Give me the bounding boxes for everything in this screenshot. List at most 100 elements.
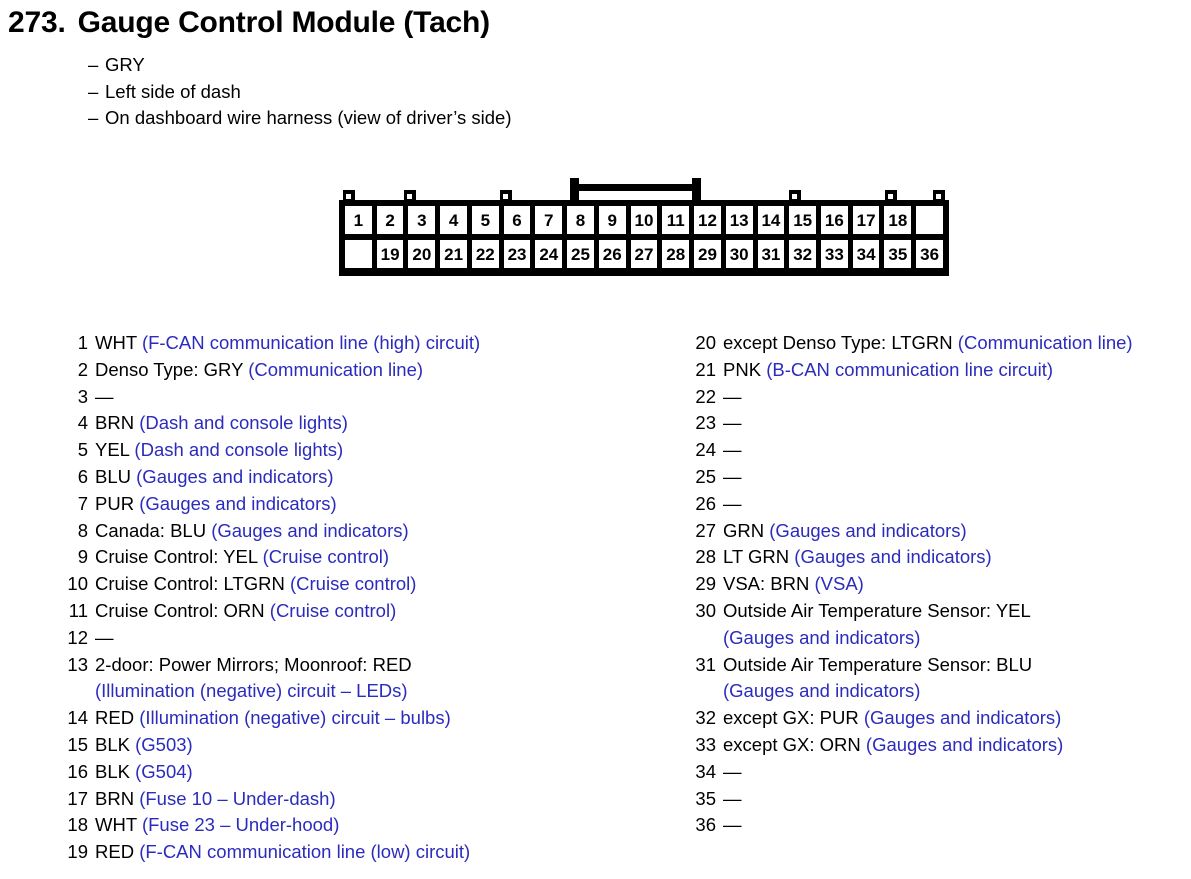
bullet-dash-icon: –	[88, 107, 99, 128]
connector-pin-blank	[916, 206, 943, 234]
pin-description: Cruise Control: LTGRN (Cruise control)	[88, 571, 622, 598]
pin-wire-color: —	[723, 412, 742, 434]
pin-wire-color: —	[723, 760, 742, 782]
connector-pin-5: 5	[471, 206, 499, 234]
pin-description: LT GRN (Gauges and indicators)	[716, 544, 1190, 571]
pin-number: 16	[67, 760, 88, 782]
pin-circuit-name: (Gauges and indicators)	[863, 707, 1062, 729]
pin-number: 5	[77, 439, 88, 461]
pin-wire-color: Cruise Control: YEL	[95, 546, 258, 568]
connector-pin-35: 35	[884, 240, 912, 268]
latch-post-right	[692, 178, 701, 202]
connector-pin-24: 24	[535, 240, 563, 268]
connector-pin-4: 4	[440, 206, 467, 234]
pin-number: 32	[695, 707, 716, 729]
pin-wire-color: WHT	[95, 332, 137, 353]
connector-pin-19: 19	[376, 240, 404, 268]
connector-pin-17: 17	[852, 206, 880, 234]
pin-circuit-name: (G503)	[135, 733, 193, 755]
pin-circuit-name: (Gauges and indicators)	[723, 680, 921, 702]
pin-number: 35	[695, 787, 716, 809]
pin-wire-color: 2-door: Power Mirrors; Moonroof: RED	[95, 653, 412, 675]
pin-row: 13 2-door: Power Mirrors; Moonroof: RED (I…	[62, 652, 622, 706]
pin-description: —	[716, 759, 1190, 786]
connector-pin-28: 28	[662, 240, 690, 268]
pin-circuit-name: (Gauges and indicators)	[794, 546, 992, 568]
pin-row: 3—	[62, 384, 622, 411]
pin-wire-color: Denso Type: GRY	[95, 358, 244, 380]
pin-number: 11	[68, 599, 88, 621]
pin-description: Cruise Control: ORN (Cruise control)	[88, 598, 622, 625]
pin-wire-color: RED	[95, 841, 135, 863]
pin-wire-color: BLK	[95, 733, 130, 755]
pin-number: 18	[67, 814, 88, 836]
connector-pin-32: 32	[789, 240, 817, 268]
connector-pin-23: 23	[503, 240, 531, 268]
pin-description: WHT (F-CAN communication line (high) cir…	[88, 330, 622, 357]
description-bullet: –GRY	[88, 52, 512, 79]
pin-circuit-name: (G504)	[135, 760, 193, 782]
bullet-dash-icon: –	[88, 80, 99, 102]
pin-description: PUR (Gauges and indicators)	[88, 491, 622, 518]
bullet-dash-icon: –	[88, 54, 99, 75]
pin-circuit-name: (F-CAN communication line (low) circuit)	[139, 841, 471, 863]
pin-circuit-name: (Gauges and indicators)	[211, 519, 409, 541]
pin-description: WHT (Fuse 23 – Under-hood)	[88, 812, 622, 839]
pin-circuit-name: (VSA)	[814, 573, 864, 595]
connector-pin-20: 20	[408, 240, 436, 268]
pin-description: BRN (Dash and console lights)	[88, 410, 622, 437]
pin-description: YEL (Dash and console lights)	[88, 437, 622, 464]
pin-circuit-name: (Communication line)	[248, 358, 424, 380]
pin-circuit-name: (F-CAN communication line (high) circuit…	[141, 332, 481, 353]
pin-wire-color: Cruise Control: ORN	[95, 599, 265, 621]
description-bullet-label: Left side of dash	[105, 80, 241, 102]
pin-description: Canada: BLU (Gauges and indicators)	[88, 518, 622, 545]
pin-description: GRN (Gauges and indicators)	[716, 518, 1190, 545]
pin-number: 24	[695, 439, 716, 461]
pin-circuit-name: (Gauges and indicators)	[136, 465, 334, 487]
pin-number: 22	[695, 385, 716, 407]
connector-pin-8: 8	[567, 206, 594, 234]
pin-row: 12—	[62, 625, 622, 652]
pin-number: 36	[695, 814, 716, 836]
pin-wire-color: Outside Air Temperature Sensor: YEL	[723, 599, 1031, 621]
pin-description: —	[716, 464, 1190, 491]
connector-pin-3: 3	[408, 206, 436, 234]
pin-description: —	[716, 786, 1190, 813]
pin-description: except GX: ORN (Gauges and indicators)	[716, 732, 1190, 759]
pin-description: Cruise Control: YEL (Cruise control)	[88, 544, 622, 571]
pin-row: 26—	[690, 491, 1190, 518]
pin-wire-color: —	[95, 385, 114, 407]
pin-number: 13	[67, 653, 88, 675]
pin-wire-color: —	[723, 492, 742, 514]
pin-description: 2-door: Power Mirrors; Moonroof: RED (Ill…	[88, 652, 622, 706]
pin-wire-color: —	[95, 626, 114, 648]
pin-wire-color: BLU	[95, 465, 131, 487]
connector-pin-30: 30	[725, 240, 753, 268]
pin-number: 3	[77, 385, 88, 407]
pin-number: 23	[695, 412, 716, 434]
pin-wire-color: —	[723, 814, 742, 836]
connector-pin-12: 12	[694, 206, 721, 234]
connector-pin-13: 13	[725, 206, 753, 234]
latch-post-left	[570, 178, 579, 202]
connector-pin-9: 9	[598, 206, 626, 234]
pin-number: 6	[77, 465, 88, 487]
pin-circuit-name: (Illumination (negative) circuit – LEDs)	[95, 680, 408, 702]
pin-number: 8	[77, 519, 88, 541]
connector-pin-14: 14	[757, 206, 785, 234]
pin-number: 9	[77, 546, 88, 568]
connector-pin-2: 2	[376, 206, 404, 234]
